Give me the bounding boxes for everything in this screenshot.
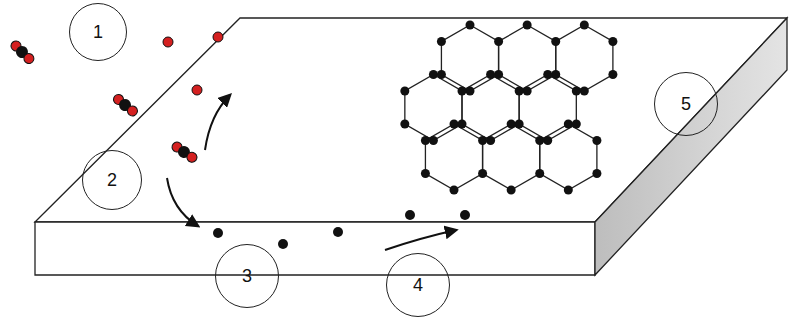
carbon-atom: [523, 87, 532, 96]
carbon-atom: [515, 120, 524, 129]
desorption-arrow: [205, 95, 230, 150]
carbon-atom: [543, 136, 552, 145]
carbon-atom: [421, 169, 430, 178]
carbon-atom: [608, 37, 617, 46]
carbon-atom: [523, 21, 532, 30]
callout-circle: 3: [215, 244, 279, 308]
precursor-molecule: [110, 93, 141, 117]
callout-number: 3: [242, 267, 252, 285]
carbon-atom: [421, 136, 430, 145]
adsorption-arrow: [167, 178, 198, 226]
callout-circle: 2: [82, 150, 142, 210]
diffusion-arrow: [385, 230, 456, 250]
callout-circle: 5: [654, 72, 718, 136]
carbon-atom: [478, 136, 487, 145]
callout-number: 4: [413, 276, 423, 294]
adatom: [333, 227, 343, 237]
precursor-molecule: [7, 39, 38, 65]
carbon-atom: [608, 70, 617, 79]
carbon-atom: [486, 136, 495, 145]
adatom: [213, 228, 223, 238]
callout-circle: 1: [69, 3, 127, 61]
by-product-atom: [213, 32, 223, 42]
carbon-atom: [551, 70, 560, 79]
carbon-atom: [450, 120, 459, 129]
carbon-atom: [400, 120, 409, 129]
carbon-atom: [486, 70, 495, 79]
hexagon-ring: [425, 124, 482, 190]
carbon-atom: [592, 169, 601, 178]
carbon-atom: [458, 120, 467, 129]
adatom: [405, 210, 415, 220]
carbon-atom: [494, 70, 503, 79]
callout-number: 2: [107, 171, 117, 189]
callout-number: 5: [681, 95, 691, 113]
carbon-atom: [450, 186, 459, 195]
molecules: [7, 39, 200, 163]
hexagon-ring: [540, 124, 597, 190]
carbon-atom: [580, 87, 589, 96]
carbon-atom: [507, 186, 516, 195]
precursor-molecule: [169, 141, 199, 163]
carbon-atom: [592, 136, 601, 145]
carbon-atom: [494, 37, 503, 46]
carbon-atom: [437, 37, 446, 46]
carbon-atom: [564, 120, 573, 129]
carbon-atom: [507, 120, 516, 129]
hexagon-ring: [441, 25, 498, 91]
callout-number: 1: [93, 23, 103, 41]
hexagon-ring: [499, 25, 556, 91]
carbon-atom: [535, 136, 544, 145]
carbon-atom: [551, 37, 560, 46]
hexagon-ring: [462, 75, 519, 141]
carbon-atom: [572, 120, 581, 129]
substrate-front: [35, 222, 595, 275]
carbon-atom: [429, 70, 438, 79]
carbon-atom: [458, 87, 467, 96]
hexagon-ring: [556, 25, 613, 91]
carbon-atom: [515, 87, 524, 96]
substrate-side: [595, 18, 787, 275]
atoms: [163, 32, 470, 249]
graphene-lattice: [400, 21, 617, 195]
carbon-atom: [564, 186, 573, 195]
hexagon-ring: [405, 75, 462, 141]
carbon-atom: [478, 169, 487, 178]
callout-circle: 4: [386, 253, 450, 317]
hexagon-ring: [483, 124, 540, 190]
carbon-atom: [580, 21, 589, 30]
adatom: [460, 210, 470, 220]
by-product-atom: [192, 85, 202, 95]
carbon-atom: [572, 87, 581, 96]
substrate-top: [35, 18, 787, 222]
carbon-atom: [437, 70, 446, 79]
adatom: [278, 239, 288, 249]
carbon-atom: [400, 87, 409, 96]
by-product-atom: [163, 37, 173, 47]
carbon-atom: [535, 169, 544, 178]
carbon-atom: [543, 70, 552, 79]
carbon-atom: [466, 21, 475, 30]
carbon-atom: [466, 87, 475, 96]
carbon-atom: [429, 136, 438, 145]
hexagon-ring: [519, 75, 576, 141]
